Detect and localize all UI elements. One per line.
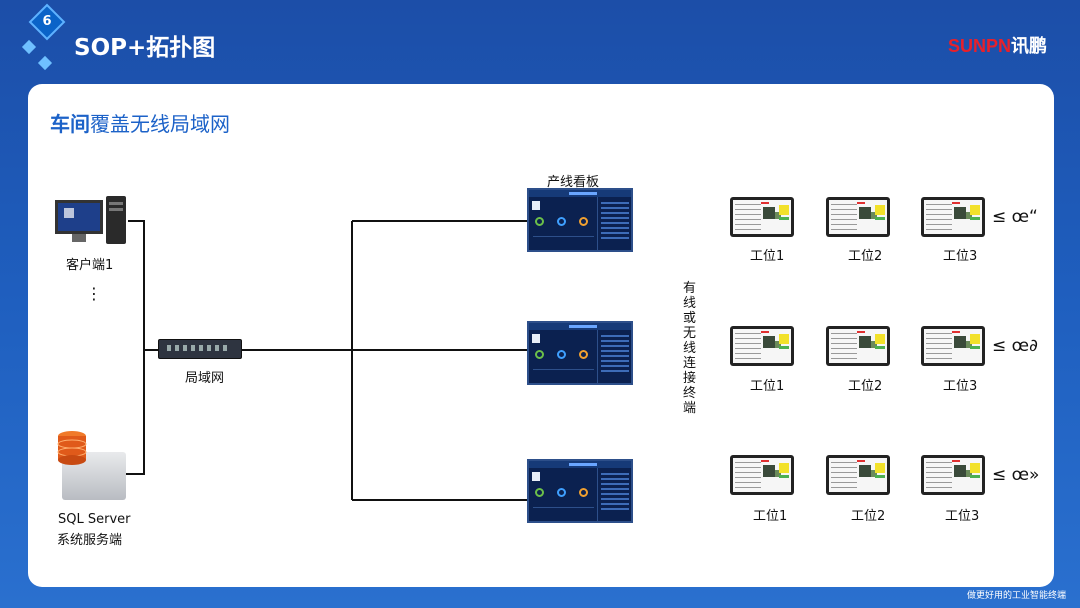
station-terminal bbox=[730, 326, 794, 366]
station-label: 工位1 bbox=[750, 379, 785, 394]
board-label: 产线看板 bbox=[547, 175, 600, 190]
diagram-subtitle: 车间覆盖无线局域网 bbox=[50, 112, 230, 136]
production-board-3 bbox=[527, 459, 633, 523]
pc-tower-icon bbox=[106, 196, 126, 244]
row-suffix-glyphs: ≤ œ“ bbox=[992, 207, 1038, 227]
row-suffix-glyphs: ≤ œ» bbox=[992, 465, 1040, 485]
station-terminal bbox=[921, 455, 985, 495]
station-label: 工位1 bbox=[753, 509, 788, 524]
station-label: 工位2 bbox=[848, 379, 883, 394]
ellipsis: ⋮ bbox=[86, 284, 102, 303]
slide-title: SOP+拓扑图 bbox=[74, 35, 216, 61]
lan-label: 局域网 bbox=[185, 371, 225, 386]
client-label: 客户端1 bbox=[66, 258, 114, 273]
station-label: 工位3 bbox=[945, 509, 980, 524]
connection-vertical-label: 有线或无线连接终端 bbox=[683, 281, 697, 416]
station-terminal bbox=[730, 455, 794, 495]
station-label: 工位2 bbox=[851, 509, 886, 524]
station-label: 工位1 bbox=[750, 249, 785, 264]
server-label-1: SQL Server bbox=[58, 512, 131, 527]
station-label: 工位3 bbox=[943, 379, 978, 394]
production-board-2 bbox=[527, 321, 633, 385]
brand-logo: SUNPN讯鹏 bbox=[947, 36, 1047, 56]
server-label-2: 系统服务端 bbox=[57, 533, 123, 548]
station-terminal bbox=[921, 197, 985, 237]
station-label: 工位3 bbox=[943, 249, 978, 264]
row-suffix-glyphs: ≤ œ∂ bbox=[992, 336, 1038, 356]
production-board-1 bbox=[527, 188, 633, 252]
station-terminal bbox=[826, 326, 890, 366]
station-label: 工位2 bbox=[848, 249, 883, 264]
monitor-stand-icon bbox=[72, 234, 86, 242]
station-terminal bbox=[826, 197, 890, 237]
station-terminal bbox=[730, 197, 794, 237]
database-icon bbox=[57, 431, 87, 465]
footer-slogan: 做更好用的工业智能终端 bbox=[966, 591, 1066, 601]
client-monitor-icon bbox=[55, 200, 103, 234]
station-terminal bbox=[826, 455, 890, 495]
network-switch-icon bbox=[158, 339, 242, 359]
station-terminal bbox=[921, 326, 985, 366]
